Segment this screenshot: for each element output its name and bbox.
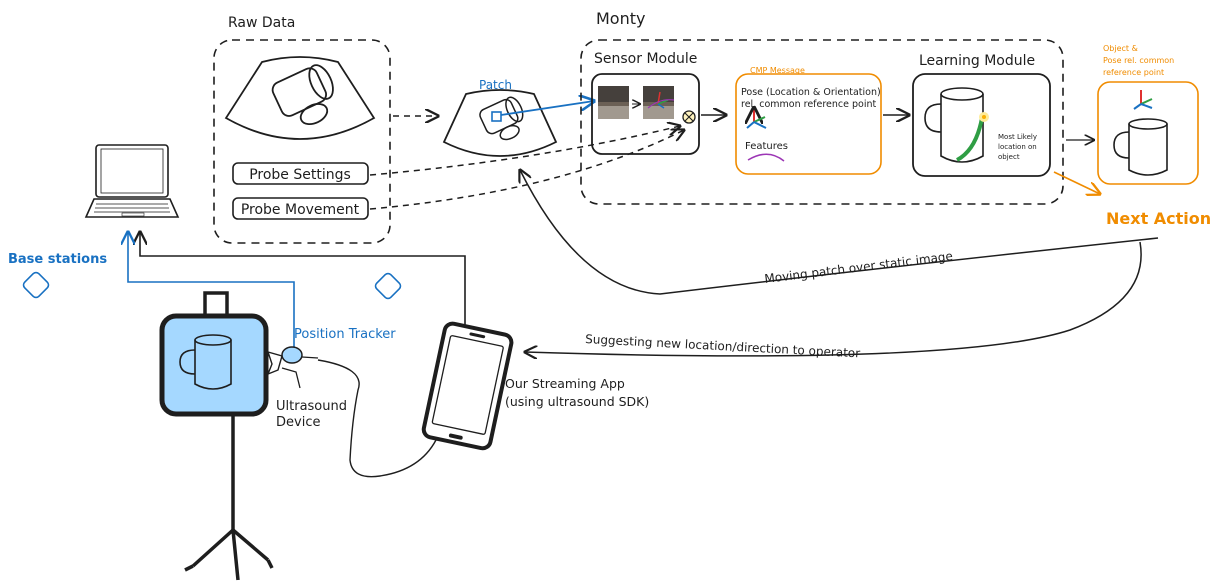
next-action-label: Next Action <box>1106 209 1211 228</box>
output-line2: Pose rel. common <box>1103 56 1174 65</box>
arrow-moving-patch <box>520 170 1159 295</box>
arrow-patch-to-sensor <box>500 101 594 116</box>
phone-icon <box>421 321 514 451</box>
cmp-features-label: Features <box>745 141 788 152</box>
mug-in-tank <box>179 334 232 390</box>
arrow-phone-to-laptop <box>140 232 466 330</box>
probe-settings-label: Probe Settings <box>249 167 351 183</box>
output-pose-axes-icon <box>1133 90 1153 110</box>
lm-note-line2: location on <box>998 143 1037 151</box>
probe-settings-box <box>232 162 369 185</box>
mug-sketch-learning <box>924 87 989 163</box>
monty-group: Monty Sensor Module CMP Message Pose (Lo… <box>580 9 1064 205</box>
position-tracker-icon <box>281 346 303 364</box>
cmp-message-title: CMP Message <box>750 66 805 75</box>
patch-group: Patch <box>442 78 558 157</box>
output-line3: reference point <box>1103 68 1164 77</box>
monty-title: Monty <box>596 9 645 28</box>
ultrasound-fan-image <box>224 56 376 140</box>
app-line2: (using ultrasound SDK) <box>505 394 649 409</box>
probe-cable <box>317 359 437 478</box>
cmp-message-box <box>735 73 882 175</box>
lm-note-line1: Most Likely <box>998 133 1037 141</box>
learning-module-title: Learning Module <box>919 53 1035 69</box>
base-stations-label: Base stations <box>8 252 107 267</box>
output-group: Object & Pose rel. common reference poin… <box>1097 44 1199 185</box>
sensor-module-title: Sensor Module <box>594 51 697 67</box>
ultrasound-probe <box>266 346 319 389</box>
raw-data-group: Raw Data Probe Settings Probe Movement <box>213 15 391 244</box>
lm-note-line3: object <box>998 153 1020 161</box>
mug-sketch-output <box>1113 118 1168 176</box>
probe-movement-box <box>232 197 369 220</box>
patch-selector-square <box>491 111 502 122</box>
arrow-tracker-to-laptop <box>128 232 295 348</box>
monty-box <box>580 39 1064 205</box>
arrow-probe-settings-to-sensor <box>369 126 680 176</box>
cmp-pose-line1: Pose (Location & Orientation) <box>741 87 881 98</box>
water-tank <box>159 313 269 417</box>
laptop-icon <box>84 144 180 218</box>
learning-module-box <box>912 73 1051 177</box>
output-line1: Object & <box>1103 44 1138 53</box>
sensor-module-box <box>591 73 700 155</box>
raw-data-title: Raw Data <box>228 15 295 31</box>
arrow-probe-movement-to-sensor <box>369 130 684 210</box>
app-line1: Our Streaming App <box>505 376 625 391</box>
moving-patch-label: Moving patch over static image <box>764 249 954 286</box>
arrow-suggesting <box>525 241 1142 356</box>
mug-sketch-raw <box>271 64 334 126</box>
mug-sketch-patch <box>479 96 524 141</box>
pose-axes-icon <box>747 108 767 129</box>
position-tracker-label: Position Tracker <box>294 327 396 342</box>
patch-label: Patch <box>479 78 512 92</box>
cmp-pose-line2: rel. common reference point <box>741 99 877 110</box>
device-line2: Device <box>276 415 320 430</box>
pose-axes-thumbnail <box>647 91 675 109</box>
base-station-left <box>22 271 50 299</box>
base-station-right <box>374 272 402 300</box>
features-squiggle <box>747 153 785 162</box>
combine-junction-icon <box>682 110 696 124</box>
patch-fan-image <box>442 89 558 157</box>
raw-data-box <box>213 39 391 244</box>
device-line1: Ultrasound <box>276 399 347 414</box>
learned-path-stroke <box>955 117 984 162</box>
probe-movement-label: Probe Movement <box>241 202 360 218</box>
arrow-learning-to-next-action <box>1053 171 1100 194</box>
phantom-tank-figure <box>159 291 274 581</box>
output-box <box>1097 81 1199 185</box>
